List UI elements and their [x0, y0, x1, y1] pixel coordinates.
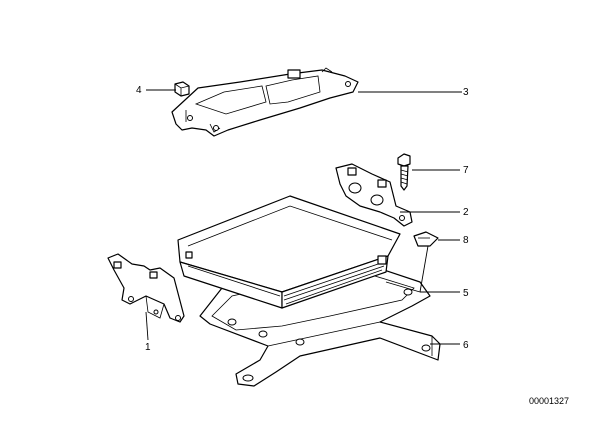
bracket-part-2: [335, 163, 413, 227]
diagram-reference-number: 00001327: [529, 396, 569, 406]
screw-part-7: [397, 153, 411, 191]
callout-1: 1: [145, 342, 151, 353]
callout-8: 8: [463, 235, 469, 246]
control-unit-part-5: [177, 195, 401, 309]
callout-7: 7: [463, 165, 469, 176]
callout-2: 2: [463, 207, 469, 218]
callout-6: 6: [463, 340, 469, 351]
bracket-part-1: [107, 253, 185, 323]
callout-5: 5: [463, 288, 469, 299]
callout-4: 4: [136, 85, 142, 96]
callout-3: 3: [463, 87, 469, 98]
clip-part-8: [413, 231, 439, 247]
nut-part-4: [174, 81, 190, 97]
leader-lines: [145, 89, 462, 345]
mounting-plate-part-3: [171, 67, 359, 137]
